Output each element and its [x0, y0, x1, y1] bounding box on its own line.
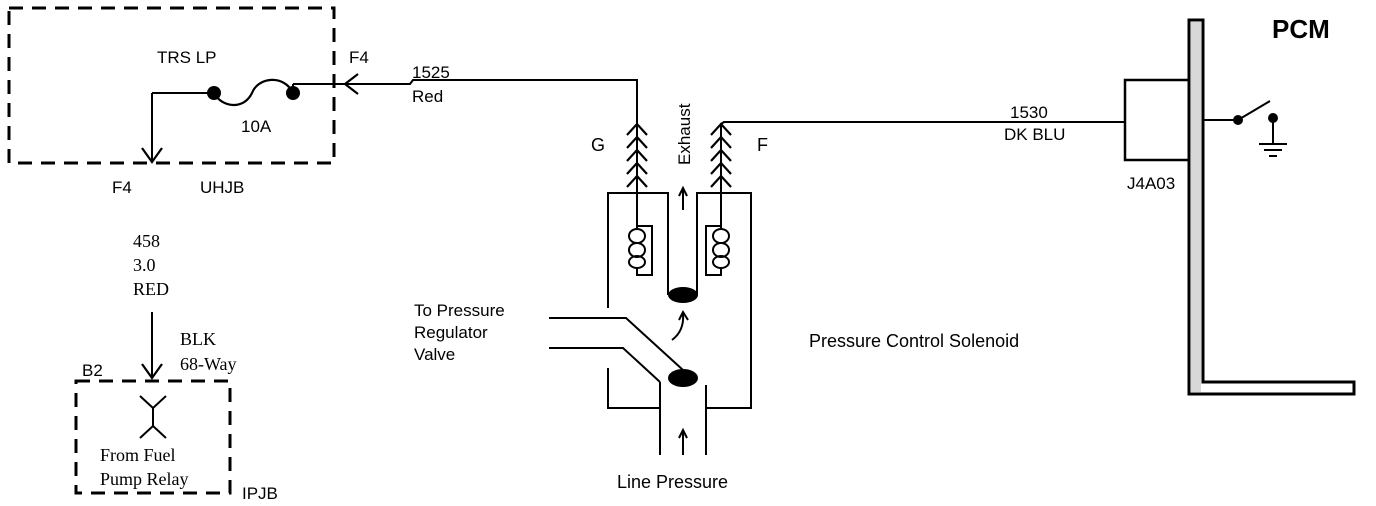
wire-1525-color: Red: [412, 87, 443, 106]
pin-f-connector-icon: [710, 122, 732, 190]
pcm-housing-fill: [1191, 22, 1201, 392]
ipjb-connector-type: 68-Way: [180, 354, 237, 374]
uhjb-label: UHJB: [200, 178, 244, 197]
line-pressure-inlet: [659, 382, 707, 455]
upper-valve-ball: [668, 287, 698, 303]
ipjb-source-line2: Pump Relay: [100, 469, 189, 489]
pin-f-label: F: [757, 135, 768, 155]
fuse-name-label: TRS LP: [157, 48, 217, 67]
f4-out-chevron-icon: [141, 147, 163, 164]
exhaust-arrow-icon: [678, 185, 688, 210]
pcm-connector-label: J4A03: [1127, 174, 1175, 193]
coil-g-icon: [628, 190, 653, 276]
ipjb-dashed-box: [74, 379, 232, 495]
wire-1530-circuit: 1530: [1010, 103, 1048, 122]
ipjb-splice-icon: [139, 395, 167, 439]
wire-458-color: RED: [133, 279, 169, 299]
b2-chevron-icon: [141, 363, 163, 380]
regulator-passage-bottom: [549, 347, 661, 383]
pin-g-connector-icon: [626, 122, 648, 190]
to-regulator-line3: Valve: [414, 345, 455, 364]
wire-1525-circuit: 1525: [412, 63, 450, 82]
ball-curved-arrow-icon: [671, 309, 689, 341]
coil-f-icon: [705, 190, 730, 276]
ipjb-connector-color: BLK: [180, 329, 216, 349]
ipjb-label: IPJB: [242, 484, 278, 503]
wire-1530: [720, 121, 1125, 125]
f4-in-chevron-icon: [343, 73, 359, 95]
ground-icon: [1259, 143, 1287, 157]
pin-b2-label: B2: [82, 361, 103, 380]
pcm-housing: [1187, 18, 1356, 396]
pcm-switch-blade: [1237, 100, 1271, 121]
solenoid-housing-left-lower: [607, 368, 660, 409]
uhjb-dashed-box: [7, 6, 336, 165]
wire-1530-color: DK BLU: [1004, 125, 1065, 144]
fuse-element-icon: [213, 78, 294, 107]
line-pressure-label: Line Pressure: [617, 472, 728, 492]
wire-458-circuit: 458: [133, 231, 160, 251]
pcm-connector-box: [1123, 78, 1191, 162]
pin-f4-out-label: F4: [112, 178, 132, 197]
ipjb-source-line1: From Fuel: [100, 445, 176, 465]
to-regulator-line1: To Pressure: [414, 301, 505, 320]
wire-458-gauge: 3.0: [133, 255, 156, 275]
pin-g-label: G: [591, 135, 605, 155]
line-pressure-arrow-icon: [678, 427, 688, 455]
exhaust-label: Exhaust: [675, 103, 694, 165]
pcm-title: PCM: [1272, 14, 1330, 44]
wire-1525: [348, 79, 638, 124]
lower-valve-ball: [668, 369, 698, 387]
regulator-passage-top: [549, 317, 684, 371]
fuse-rating-label: 10A: [241, 117, 272, 136]
pin-f4-in-label: F4: [349, 48, 369, 67]
to-regulator-line2: Regulator: [414, 323, 488, 342]
solenoid-name-label: Pressure Control Solenoid: [809, 331, 1019, 351]
